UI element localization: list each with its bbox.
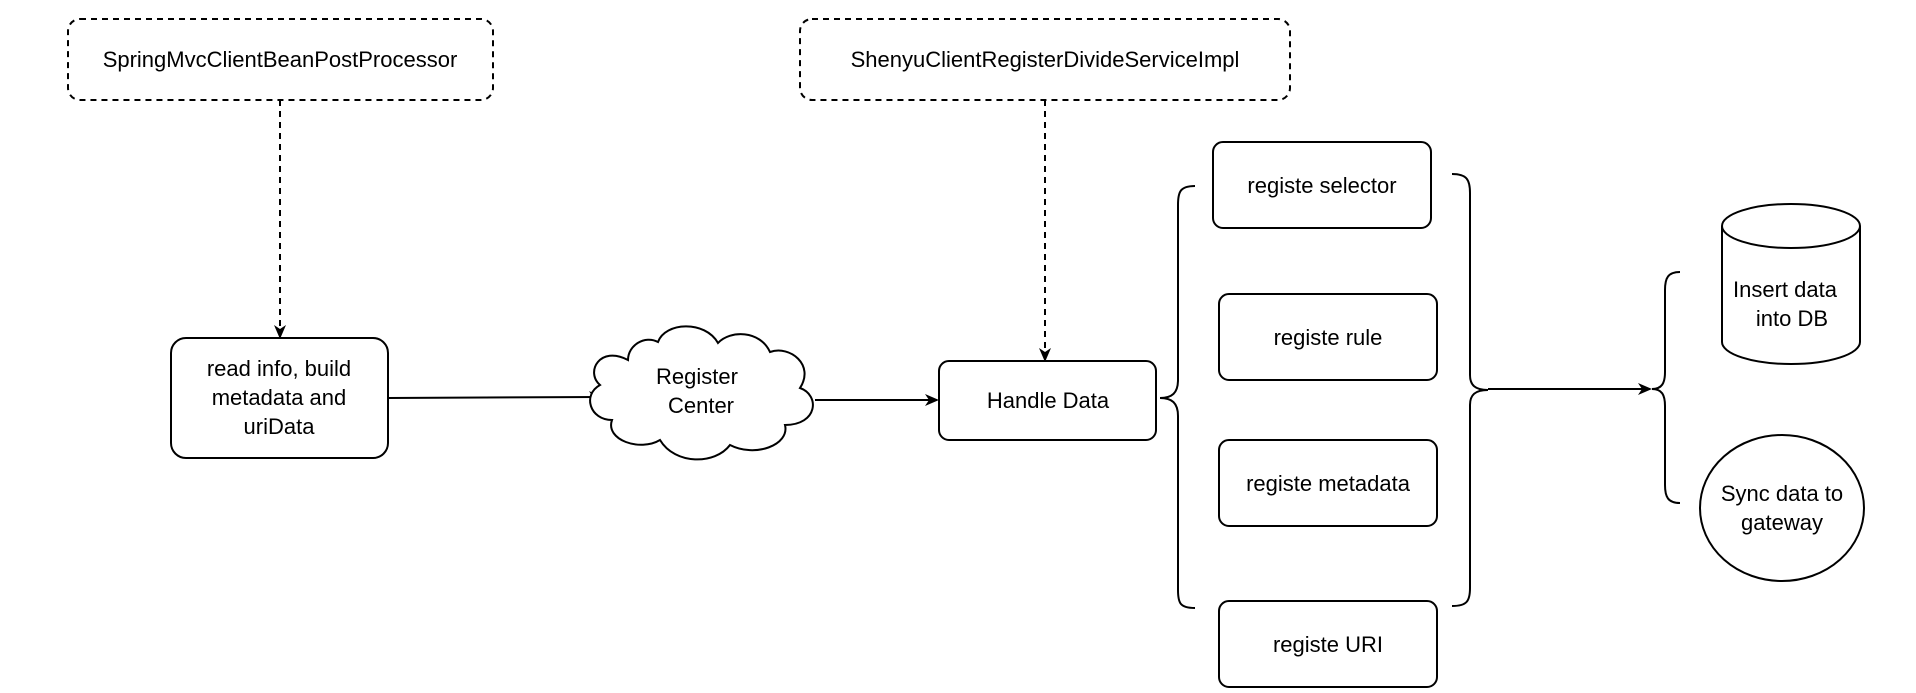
arrow-read-info-to-register-center <box>387 391 603 404</box>
cloud-shape <box>589 325 814 461</box>
read-info-node: read info, build metadata and uriData <box>170 337 389 459</box>
spring-processor-node: SpringMvcClientBeanPostProcessor <box>67 18 494 101</box>
registe-rule-label: registe rule <box>1274 325 1383 350</box>
insert-db-node: Insert data into DB <box>1721 203 1861 365</box>
registe-uri-node: registe URI <box>1218 600 1438 688</box>
registe-uri-label: registe URI <box>1273 632 1383 657</box>
register-center-line-2: Center <box>668 393 734 418</box>
insert-db-line-1: Insert data <box>1733 277 1838 302</box>
registe-rule-node: registe rule <box>1218 293 1438 381</box>
left-curly-brace <box>1159 185 1196 609</box>
shenyu-impl-label: ShenyuClientRegisterDivideServiceImpl <box>851 47 1240 72</box>
shenyu-impl-node: ShenyuClientRegisterDivideServiceImpl <box>799 18 1291 101</box>
database-cylinder-icon <box>1721 203 1861 365</box>
spring-processor-label: SpringMvcClientBeanPostProcessor <box>103 47 458 72</box>
register-center-node: Register Center <box>589 325 814 461</box>
handle-data-node: Handle Data <box>938 360 1157 441</box>
registe-metadata-label: registe metadata <box>1246 471 1411 496</box>
sync-gateway-node: Sync data to gateway <box>1699 434 1865 582</box>
read-info-line-1: read info, build <box>207 356 351 381</box>
sync-gateway-line-1: Sync data to <box>1721 481 1843 506</box>
right-curly-brace <box>1451 173 1489 607</box>
insert-db-line-2: into DB <box>1756 306 1828 331</box>
registe-selector-label: registe selector <box>1247 173 1396 198</box>
output-curly-brace <box>1651 271 1681 504</box>
registe-selector-node: registe selector <box>1212 141 1432 229</box>
handle-data-label: Handle Data <box>987 388 1110 413</box>
register-center-line-1: Register <box>656 364 738 389</box>
read-info-line-3: uriData <box>244 414 316 439</box>
sync-gateway-line-2: gateway <box>1741 510 1823 535</box>
read-info-line-2: metadata and <box>212 385 347 410</box>
registe-metadata-node: registe metadata <box>1218 439 1438 527</box>
